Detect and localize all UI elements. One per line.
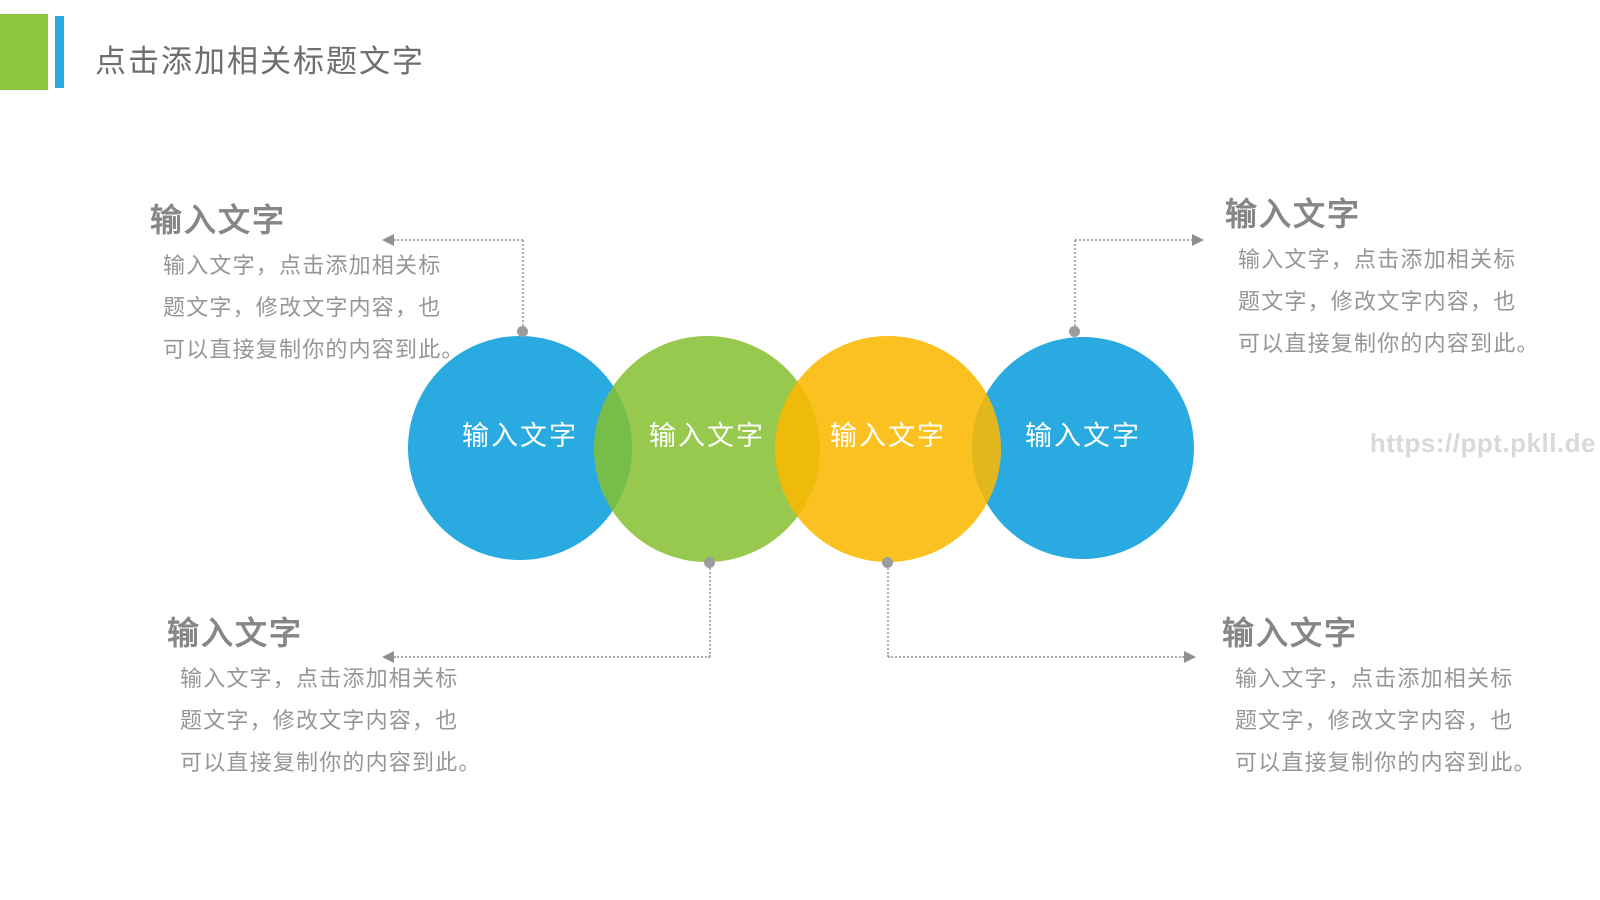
connector-bottom-right-anchor-dot [882, 557, 893, 568]
body-line: 可以直接复制你的内容到此。 [180, 750, 482, 775]
connector-top-right-vertical-line [1074, 240, 1076, 330]
body-line: 输入文字，点击添加相关标 [1235, 666, 1514, 691]
text-block-bottom-left-body[interactable]: 输入文字，点击添加相关标 题文字，修改文字内容，也 可以直接复制你的内容到此。 [167, 658, 507, 784]
text-block-bottom-left-title[interactable]: 输入文字 [167, 615, 304, 651]
circle-3-label[interactable]: 输入文字 [830, 421, 946, 451]
connector-bottom-right-horizontal-line [888, 656, 1184, 658]
connector-top-right-arrow-icon [1192, 234, 1204, 246]
text-block-bottom-right: 输入文字 输入文字，点击添加相关标 题文字，修改文字内容，也 可以直接复制你的内… [1222, 613, 1562, 784]
body-line: 输入文字，点击添加相关标 [1238, 247, 1517, 272]
connector-bottom-left-anchor-dot [704, 557, 715, 568]
body-line: 输入文字，点击添加相关标 [180, 666, 459, 691]
venn-circle-2-green[interactable] [594, 336, 820, 562]
text-block-bottom-right-body[interactable]: 输入文字，点击添加相关标 题文字，修改文字内容，也 可以直接复制你的内容到此。 [1222, 658, 1562, 784]
text-block-top-right-body[interactable]: 输入文字，点击添加相关标 题文字，修改文字内容，也 可以直接复制你的内容到此。 [1225, 239, 1565, 365]
body-line: 题文字，修改文字内容，也 [1235, 708, 1514, 733]
body-line: 题文字，修改文字内容，也 [1238, 289, 1517, 314]
connector-bottom-left-horizontal-line [394, 656, 710, 658]
circle-2-label[interactable]: 输入文字 [649, 421, 765, 451]
body-line: 可以直接复制你的内容到此。 [1235, 750, 1537, 775]
watermark-url: https://ppt.pkll.de [1369, 428, 1596, 458]
connector-top-right-anchor-dot [1069, 326, 1080, 337]
connector-top-left-horizontal-line [394, 239, 523, 241]
venn-circle-1-blue[interactable] [408, 336, 632, 560]
connector-bottom-right-arrow-icon [1184, 651, 1196, 663]
text-block-top-right: 输入文字 输入文字，点击添加相关标 题文字，修改文字内容，也 可以直接复制你的内… [1225, 194, 1565, 365]
connector-top-left-arrow-icon [382, 234, 394, 246]
body-line: 题文字，修改文字内容，也 [180, 708, 459, 733]
accent-blue-bar [55, 16, 64, 88]
text-block-bottom-right-title[interactable]: 输入文字 [1222, 615, 1359, 651]
connector-bottom-left-vertical-line [709, 565, 711, 657]
body-line: 输入文字，点击添加相关标 [163, 253, 442, 278]
text-block-top-left: 输入文字 输入文字，点击添加相关标 题文字，修改文字内容，也 可以直接复制你的内… [150, 200, 490, 371]
text-block-top-right-title[interactable]: 输入文字 [1225, 196, 1362, 232]
accent-green-square [0, 14, 48, 90]
connector-top-left-anchor-dot [517, 326, 528, 337]
venn-circle-3-yellow[interactable] [775, 336, 1001, 562]
connector-bottom-right-vertical-line [887, 565, 889, 657]
circle-4-label[interactable]: 输入文字 [1025, 421, 1141, 451]
connector-top-left-vertical-line [522, 240, 524, 330]
body-line: 可以直接复制你的内容到此。 [1238, 331, 1540, 356]
body-line: 题文字，修改文字内容，也 [163, 295, 442, 320]
text-block-top-left-title[interactable]: 输入文字 [150, 202, 287, 238]
text-block-top-left-body[interactable]: 输入文字，点击添加相关标 题文字，修改文字内容，也 可以直接复制你的内容到此。 [150, 245, 490, 371]
connector-bottom-left-arrow-icon [382, 651, 394, 663]
body-line: 可以直接复制你的内容到此。 [163, 337, 465, 362]
slide-title-placeholder[interactable]: 点击添加相关标题文字 [95, 44, 425, 79]
circle-1-label[interactable]: 输入文字 [462, 421, 578, 451]
connector-top-right-horizontal-line [1075, 239, 1193, 241]
text-block-bottom-left: 输入文字 输入文字，点击添加相关标 题文字，修改文字内容，也 可以直接复制你的内… [167, 613, 507, 784]
venn-circle-4-blue[interactable] [972, 337, 1194, 559]
